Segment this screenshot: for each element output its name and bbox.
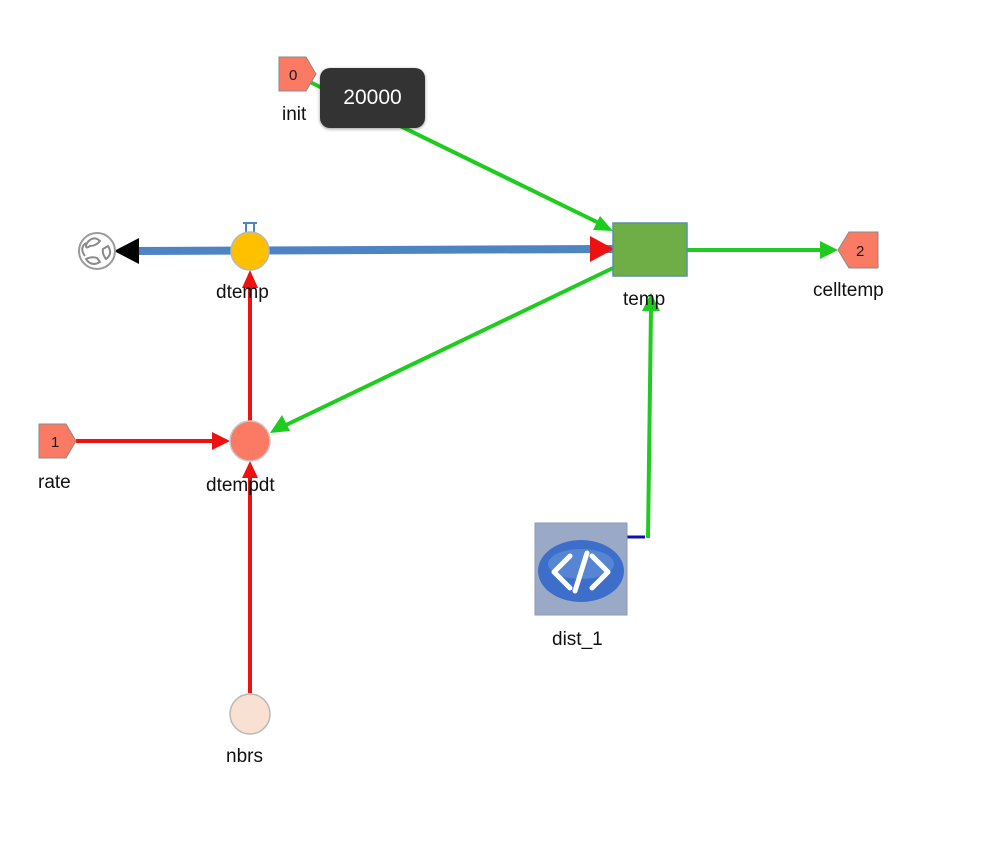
flow-valve-dtemp[interactable]: [230, 222, 270, 271]
value-tooltip: 20000: [320, 68, 425, 128]
port-celltemp[interactable]: 2: [837, 231, 879, 269]
flow-arrowhead-sink: [114, 238, 139, 264]
code-icon[interactable]: [534, 522, 628, 616]
label-init: init: [282, 104, 307, 125]
label-dist-1: dist_1: [552, 629, 603, 650]
link-init-temp-arrowhead: [593, 216, 613, 231]
label-celltemp: celltemp: [813, 280, 884, 301]
port-rate[interactable]: 1: [38, 423, 77, 459]
label-dtempdt: dtempdt: [206, 475, 275, 496]
link-temp-dtempdt[interactable]: [285, 266, 614, 427]
link-dist-temp-arrowhead: [642, 293, 660, 311]
link-temp-dtempdt-arrowhead: [270, 415, 290, 433]
port-init[interactable]: 0: [278, 56, 317, 92]
link-temp-celltemp-arrowhead: [820, 241, 838, 259]
label-dtemp: dtemp: [216, 282, 269, 303]
port-celltemp-number: 2: [856, 243, 864, 260]
link-nbrs-dtempdt-arrowhead: [242, 461, 258, 478]
link-rate-dtempdt-arrowhead: [212, 432, 230, 450]
converter-dtempdt[interactable]: [229, 420, 271, 462]
flow-pipe[interactable]: [132, 245, 614, 255]
variable-nbrs[interactable]: [229, 693, 271, 735]
label-rate: rate: [38, 472, 71, 493]
cloud-sink-icon[interactable]: [78, 232, 116, 270]
link-dist-temp[interactable]: [646, 307, 653, 539]
stock-temp[interactable]: [612, 222, 688, 277]
label-temp: temp: [623, 289, 666, 310]
port-rate-number: 1: [51, 434, 59, 451]
flow-arrowhead-temp: [590, 236, 614, 262]
link-dtempdt-dtemp-arrowhead: [242, 270, 258, 288]
label-nbrs: nbrs: [226, 746, 263, 767]
port-init-number: 0: [289, 67, 297, 84]
